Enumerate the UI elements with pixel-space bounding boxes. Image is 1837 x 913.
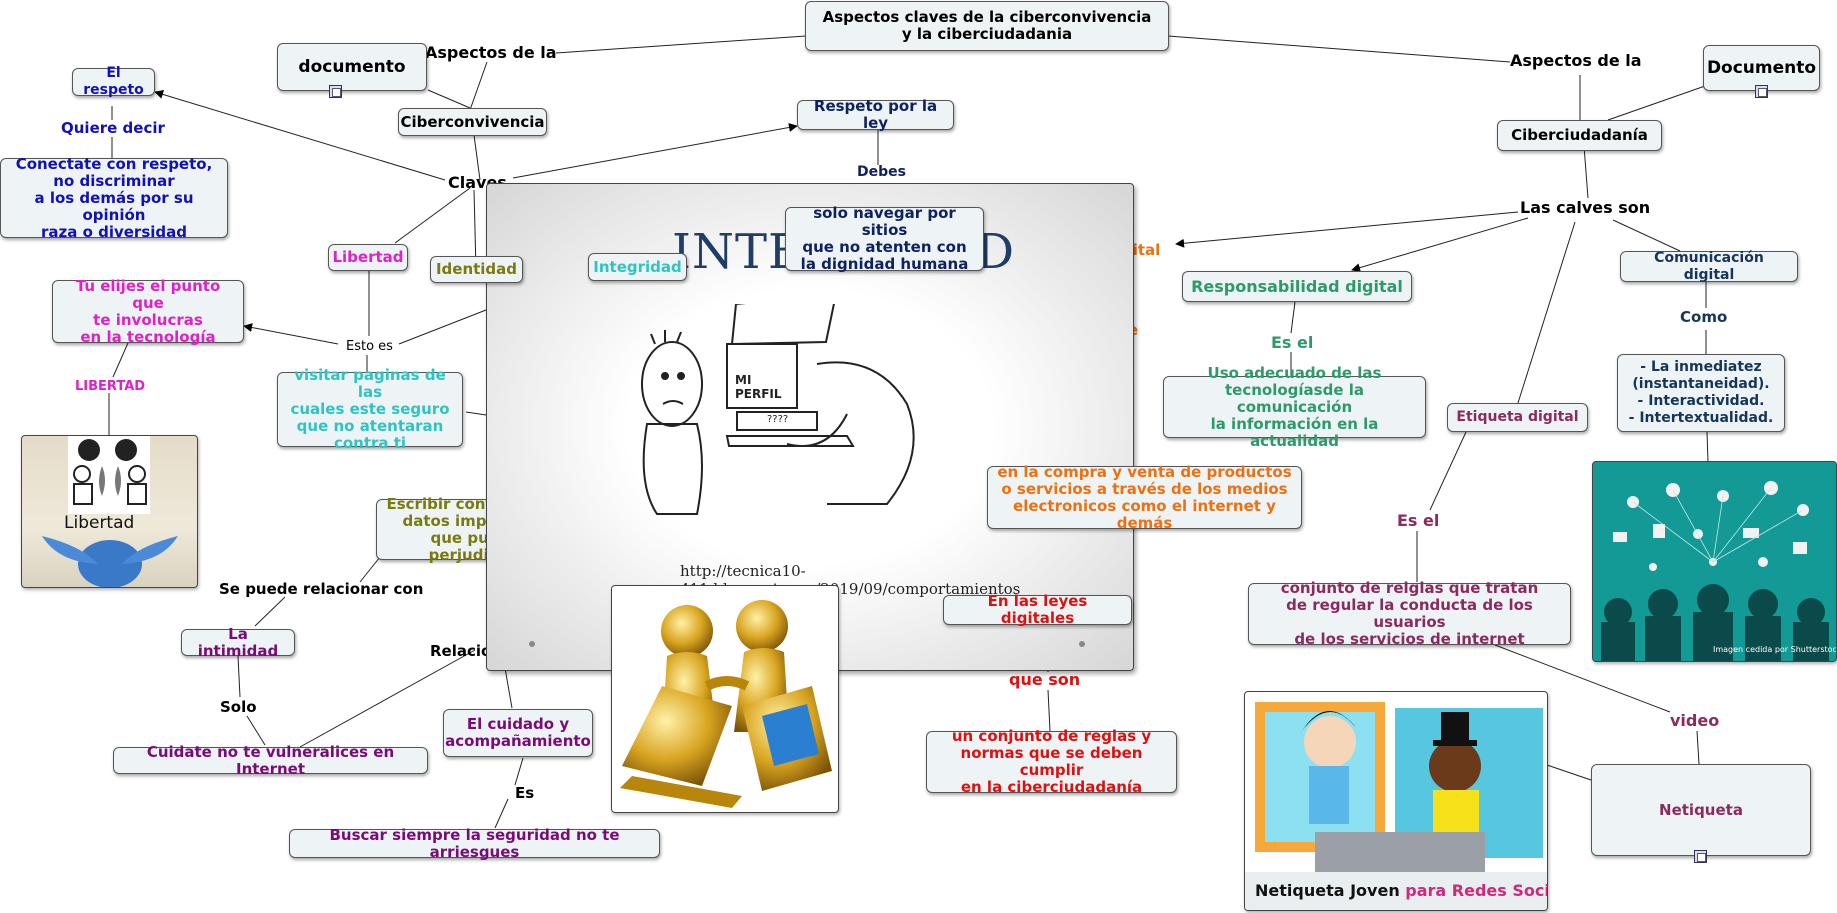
ciberconvivencia-node[interactable]: Ciberconvivencia	[398, 108, 547, 136]
el-respeto-node[interactable]: El respeto	[72, 65, 155, 98]
right-aspect-label: Aspectos de la	[1510, 51, 1642, 70]
document-icon[interactable]	[329, 85, 342, 98]
netiqueta-caption-b: para Redes Sociales	[1405, 881, 1548, 900]
quiere-decir-label: Quiere decir	[61, 119, 165, 137]
tech-people-image: Imagen cedida por Shutterstock.com	[1592, 461, 1837, 662]
freedom-illustration-icon: Libertad	[42, 436, 178, 587]
esto-es-label: Esto es	[346, 339, 393, 354]
visitar-node[interactable]: visitar paginas de las cuales este segur…	[277, 367, 463, 452]
panel-next-dot[interactable]	[1079, 641, 1085, 647]
conjunto-reglas-node[interactable]: conjunto de relglas que tratan de regula…	[1248, 580, 1571, 648]
netiqueta-cartoon-icon: Netiqueta Joven para Redes Sociales	[1245, 702, 1548, 910]
tu-elijes-node[interactable]: Tu elijes el punto que te involucras en …	[52, 277, 244, 345]
netiqueta-node[interactable]: Netiqueta	[1591, 764, 1811, 856]
svg-text:Netiqueta Joven para Redes Soc: Netiqueta Joven para Redes Sociales	[1255, 881, 1548, 900]
document-icon[interactable]	[1694, 850, 1707, 863]
compra-venta-node[interactable]: en la compra y venta de productos o serv…	[987, 463, 1302, 531]
left-aspect-label: Aspectos de la	[425, 43, 557, 62]
libertad-caption: Libertad	[64, 513, 134, 533]
video-label: video	[1670, 711, 1720, 730]
inmediatez-node[interactable]: - La inmediatez (instantaneidad). - Inte…	[1617, 354, 1785, 432]
golden-laptops-image	[611, 585, 839, 813]
document-left-node[interactable]: documento	[277, 43, 427, 91]
ciberciudadania-node[interactable]: Ciberciudadanía	[1497, 120, 1662, 151]
identidad-node[interactable]: Identidad	[430, 256, 523, 283]
que-son-label: que son	[1009, 670, 1081, 689]
libertad-image: Libertad	[21, 435, 198, 588]
calves-son-label: Las calves son	[1520, 198, 1651, 217]
como-label: Como	[1680, 308, 1728, 326]
libertad-node[interactable]: Libertad	[328, 244, 408, 271]
cartoon-text-line: PERFIL	[735, 387, 782, 401]
netiqueta-caption-a: Netiqueta Joven	[1255, 881, 1405, 900]
libertad-caps-label: LIBERTAD	[75, 379, 146, 394]
document-icon[interactable]	[1755, 85, 1768, 98]
conjunto-normas-node[interactable]: un conjunto de reglas y normas que se de…	[926, 728, 1177, 796]
buscar-node[interactable]: Buscar siempre la seguridad no te arries…	[289, 826, 660, 860]
es-label: Es	[515, 784, 535, 802]
integridad-node[interactable]: Integridad	[588, 253, 687, 281]
respeto-ley-node[interactable]: Respeto por la ley	[797, 98, 954, 132]
cartoon-text-line: MI	[735, 373, 751, 387]
root-node[interactable]: Aspectos claves de la ciberconvivencia y…	[805, 1, 1169, 51]
es-el-label: Es el	[1271, 333, 1314, 352]
solo-label: Solo	[220, 698, 257, 716]
debes-label: Debes	[857, 164, 906, 180]
intimidad-node[interactable]: La intimidad	[181, 625, 295, 659]
comunicacion-node[interactable]: Comunicación digital	[1620, 250, 1798, 283]
document-right-node[interactable]: Documento	[1703, 45, 1820, 91]
respeto-description-node[interactable]: Conectate con respeto, no discriminar a …	[0, 155, 228, 240]
relacion-label: Relacio	[430, 642, 492, 660]
cartoon-marks: ????	[767, 414, 788, 425]
es-el-2-label: Es el	[1397, 511, 1440, 530]
social-network-icon: Imagen cedida por Shutterstock.com	[1593, 462, 1837, 661]
etiqueta-node[interactable]: Etiqueta digital	[1447, 403, 1588, 432]
cuidate-node[interactable]: Cuidate no te vulneralices en Internet	[113, 743, 428, 777]
se-puede-label: Se puede relacionar con	[219, 580, 424, 598]
cuidado-node[interactable]: El cuidado y acompañamiento	[443, 709, 593, 757]
panel-prev-dot[interactable]	[529, 641, 535, 647]
netiqueta-image: Netiqueta Joven para Redes Sociales	[1244, 691, 1548, 911]
handshake-laptops-icon	[620, 600, 832, 808]
responsabilidad-node[interactable]: Responsabilidad digital	[1182, 271, 1412, 302]
leyes-digitales-node[interactable]: En las leyes digitales	[943, 593, 1132, 627]
tech-image-caption: Imagen cedida por Shutterstock.com	[1713, 645, 1837, 654]
uso-adecuado-node[interactable]: Uso adecuado de las tecnologíasde la com…	[1163, 364, 1426, 449]
solo-navegar-node[interactable]: solo navegar por sitios que no atenten c…	[785, 205, 984, 273]
